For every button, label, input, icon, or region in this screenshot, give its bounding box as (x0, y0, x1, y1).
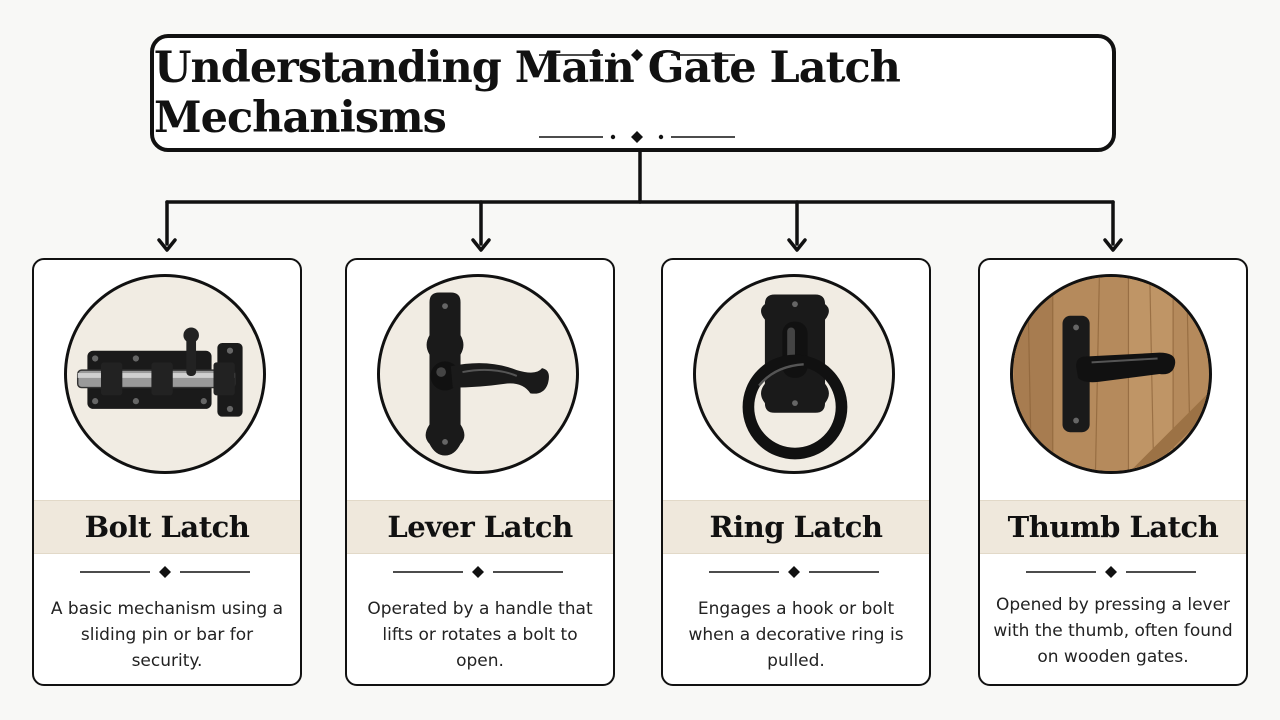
ring-latch-illustration (693, 274, 895, 474)
title-ornament-top (539, 49, 735, 61)
lever-latch-illustration (377, 274, 579, 474)
card-thumb-latch: Thumb Latch Opened by pressing a lever w… (978, 258, 1248, 686)
arrow-head-2 (471, 238, 491, 252)
arrow-head-1 (157, 238, 177, 252)
card-divider (709, 566, 879, 578)
bolt-latch-icon (76, 327, 243, 417)
title-box: Understanding Main Gate Latch Mechanisms (150, 34, 1116, 152)
card-label-band: Bolt Latch (34, 500, 300, 554)
card-lever-latch: Lever Latch Operated by a handle that li… (345, 258, 615, 686)
card-label-band: Ring Latch (663, 500, 929, 554)
card-title: Bolt Latch (84, 510, 250, 544)
bolt-latch-illustration (64, 274, 266, 474)
card-label-band: Thumb Latch (980, 500, 1246, 554)
arrow-head-3 (787, 238, 807, 252)
card-description: Operated by a handle that lifts or rotat… (367, 599, 593, 671)
thumb-latch-illustration (1010, 274, 1212, 474)
card-title: Ring Latch (709, 510, 883, 544)
card-title: Lever Latch (387, 510, 573, 544)
arrow-head-4 (1103, 238, 1123, 252)
lever-latch-icon (425, 292, 549, 456)
thumb-latch-icon (1014, 277, 1208, 471)
card-ring-latch: Ring Latch Engages a hook or bolt when a… (661, 258, 931, 686)
card-title: Thumb Latch (1007, 510, 1219, 544)
card-divider (393, 566, 563, 578)
card-description: Engages a hook or bolt when a decorative… (688, 599, 904, 671)
card-divider (80, 566, 250, 578)
page-title: Understanding Main Gate Latch Mechanisms (154, 43, 901, 143)
ring-latch-icon (742, 294, 848, 460)
card-description: Opened by pressing a lever with the thum… (993, 595, 1233, 667)
card-divider (1026, 566, 1196, 578)
card-bolt-latch: Bolt Latch A basic mechanism using a sli… (32, 258, 302, 686)
card-description: A basic mechanism using a sliding pin or… (50, 599, 284, 671)
card-label-band: Lever Latch (347, 500, 613, 554)
title-ornament-bottom (539, 131, 735, 143)
